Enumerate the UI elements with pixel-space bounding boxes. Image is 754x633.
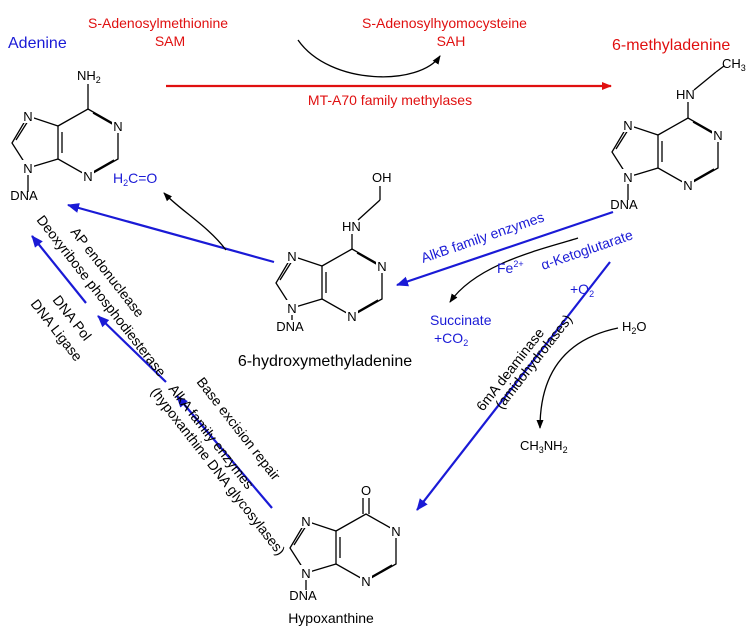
methyladenine-title: 6-methyladenine <box>612 37 730 54</box>
succinate-label: Succinate <box>430 312 492 328</box>
methyladenine-ch3-label: CH3 <box>722 56 746 73</box>
hypoxanthine-title: Hypoxanthine <box>288 610 374 626</box>
adenine-n1-label: N <box>113 119 122 134</box>
hydroxymethyladenine-hn-label: HN <box>342 219 361 234</box>
methyladenine-hn-label: HN <box>676 87 695 102</box>
oxygen-label: +O2 <box>570 281 594 299</box>
adenine-n3-label: N <box>83 169 92 184</box>
hydroxymethyladenine-title: 6-hydroxymethyladenine <box>238 353 412 370</box>
water-label: H2O <box>622 319 647 336</box>
methyladenine-n7-label: N <box>623 118 632 133</box>
adenine-title: Adenine <box>8 35 67 52</box>
sam-name-label: S-Adenosylmethionine <box>88 15 228 31</box>
alkb-demethylation-arrow <box>396 210 614 287</box>
hydroxymethyladenine-dna-label: DNA <box>276 319 304 334</box>
methylase-label: MT-A70 family methylases <box>308 92 472 108</box>
methyladenine-structure: N N N N HN CH3 DNA <box>610 56 746 212</box>
methyladenine-n9-label: N <box>623 170 632 185</box>
hydroxymethyladenine-n9-label: N <box>287 301 296 316</box>
sam-abbr-label: SAM <box>155 33 185 49</box>
hydroxymethyladenine-structure: N N N N HN OH DNA <box>275 170 392 334</box>
formaldehyde-curved-arrow <box>163 192 227 251</box>
hydroxymethyladenine-n3-label: N <box>347 309 356 324</box>
adenine-n9-label: N <box>23 161 32 176</box>
hypoxanthine-n3-label: N <box>361 574 370 589</box>
adenine-n7-label: N <box>23 109 32 124</box>
adenine-structure: N N N N NH2 DNA <box>10 68 124 203</box>
phosphodiesterase-label: Deoxyribose phosphodiesterase <box>34 212 170 380</box>
hypoxanthine-structure: N N N N O DNA <box>289 483 402 603</box>
alka-excision-arrow <box>176 395 273 509</box>
formaldehyde-release-arrow <box>67 203 275 264</box>
deamination-arrow <box>416 261 611 511</box>
formaldehyde-label: H2C=O <box>113 170 157 188</box>
methylamine-label: CH3NH2 <box>520 438 568 455</box>
hypoxanthine-n9-label: N <box>301 566 310 581</box>
ap-endonuclease-arrow <box>97 315 167 383</box>
sah-abbr-label: SAH <box>437 33 466 49</box>
adenine-dna-label: DNA <box>10 188 38 203</box>
methyladenine-n3-label: N <box>683 178 692 193</box>
cosubstrate-curved-arrow <box>449 237 579 303</box>
hypoxanthine-n7-label: N <box>301 514 310 529</box>
hydroxymethyladenine-n1-label: N <box>377 259 386 274</box>
hypoxanthine-n1-label: N <box>391 524 400 539</box>
sah-name-label: S-Adenosylhyomocysteine <box>362 15 527 31</box>
water-curved-arrow <box>536 327 619 429</box>
hydroxymethyladenine-n7-label: N <box>287 249 296 264</box>
methyladenine-n1-label: N <box>713 128 722 143</box>
hypoxanthine-o-label: O <box>361 483 371 498</box>
hydroxymethyladenine-oh-label: OH <box>372 170 392 185</box>
dna-polymerase-arrow <box>31 235 87 304</box>
iron-cofactor-label: Fe2+ <box>497 259 524 276</box>
adenine-nh2-label: NH2 <box>77 68 101 85</box>
co2-label: +CO2 <box>434 330 468 348</box>
sam-to-sah-curved-arrow <box>297 39 441 78</box>
methyladenine-dna-label: DNA <box>610 197 638 212</box>
hypoxanthine-dna-label: DNA <box>289 588 317 603</box>
